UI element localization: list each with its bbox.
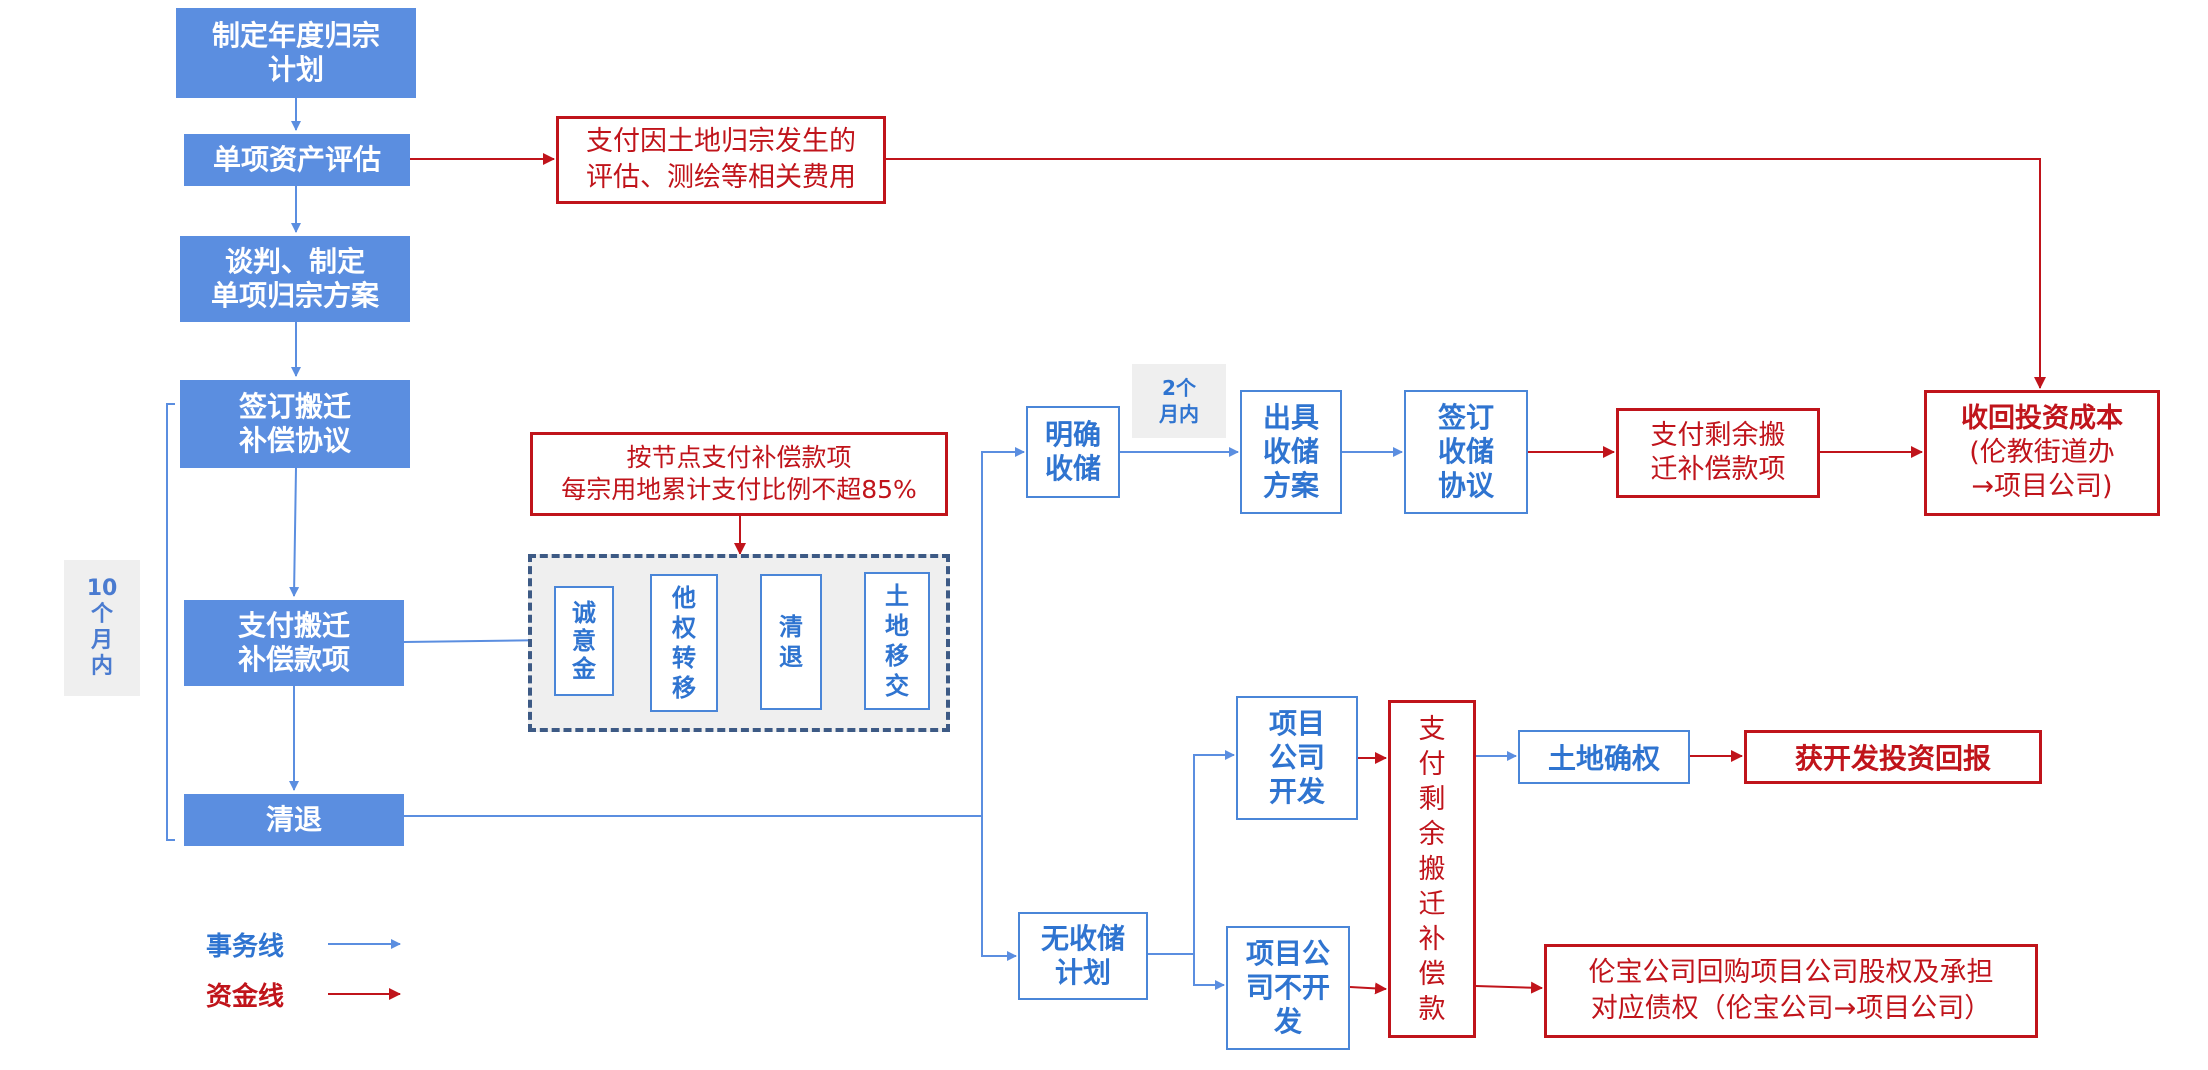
- assessment-box: 单项资产评估: [184, 134, 410, 186]
- node-payment-text: 按节点支付补偿款项 每宗用地累计支付比例不超85%: [561, 443, 917, 504]
- step-earnest-money: 诚 意 金: [554, 586, 614, 696]
- company-develop-text: 项目 公司 开发: [1268, 707, 1325, 808]
- no-storage-plan-text: 无收储 计划: [1040, 922, 1125, 989]
- sign-agreement-box: 签订搬迁 补偿协议: [180, 380, 410, 468]
- recover-cost-detail: (伦教街道办 →项目公司): [1969, 437, 2115, 502]
- annual-plan-label: 制定年度归宗 计划: [211, 19, 380, 86]
- pay-compensation-label: 支付搬迁 补偿款项: [237, 609, 350, 676]
- company-not-develop-text: 项目公 司不开 发: [1245, 937, 1330, 1038]
- legend-fund-line: 资金线: [206, 976, 284, 1012]
- legend-business-line: 事务线: [206, 926, 284, 962]
- company-develop-box: 项目 公司 开发: [1236, 696, 1358, 820]
- recover-cost-title: 收回投资成本: [1961, 403, 2123, 434]
- ten-months-text: 10 个 月 内: [86, 576, 118, 679]
- pay-remaining-vertical-text: 支 付 剩 余 搬 迁 补 偿 款: [1418, 713, 1446, 1025]
- no-storage-plan-box: 无收储 计划: [1018, 912, 1148, 1000]
- clear-storage-text: 明确 收储: [1044, 418, 1101, 485]
- annual-plan-box: 制定年度归宗 计划: [176, 8, 416, 98]
- sign-storage-agreement-text: 签订 收储 协议: [1437, 401, 1494, 502]
- step-rights-transfer: 他 权 转 移: [650, 574, 718, 712]
- step-earnest-money-text: 诚 意 金: [572, 599, 596, 683]
- pay-remaining-box: 支付剩余搬 迁补偿款项: [1616, 408, 1820, 498]
- step-land-handover-text: 土 地 移 交: [885, 582, 909, 700]
- negotiation-box: 谈判、制定 单项归宗方案: [180, 236, 410, 322]
- land-title-box: 土地确权: [1518, 730, 1690, 784]
- buyback-text: 伦宝公司回购项目公司股权及承担 对应债权（伦宝公司→项目公司）: [1588, 957, 1994, 1024]
- fee-box: 支付因土地归宗发生的 评估、测绘等相关费用: [556, 116, 886, 204]
- company-not-develop-box: 项目公 司不开 发: [1226, 926, 1350, 1050]
- development-return-text: 获开发投资回报: [1794, 742, 1991, 775]
- assessment-label: 单项资产评估: [212, 143, 381, 176]
- land-title-text: 土地确权: [1547, 742, 1660, 775]
- legend-fund-line-text: 资金线: [206, 981, 285, 1012]
- two-months-label: 2个 月内: [1132, 364, 1226, 438]
- sign-storage-agreement-box: 签订 收储 协议: [1404, 390, 1528, 514]
- step-clear-out-text: 清 退: [779, 613, 803, 671]
- recover-cost-box: 收回投资成本 (伦教街道办 →项目公司): [1924, 390, 2160, 516]
- step-clear-out: 清 退: [760, 574, 822, 710]
- step-rights-transfer-text: 他 权 转 移: [672, 584, 696, 702]
- issue-plan-text: 出具 收储 方案: [1262, 401, 1319, 502]
- node-payment-box: 按节点支付补偿款项 每宗用地累计支付比例不超85%: [530, 432, 948, 516]
- step-land-handover: 土 地 移 交: [864, 572, 930, 710]
- issue-plan-box: 出具 收储 方案: [1240, 390, 1342, 514]
- two-months-text: 2个 月内: [1159, 376, 1199, 426]
- sign-agreement-label: 签订搬迁 补偿协议: [238, 390, 351, 457]
- clear-out-label: 清退: [265, 803, 322, 836]
- buyback-box: 伦宝公司回购项目公司股权及承担 对应债权（伦宝公司→项目公司）: [1544, 944, 2038, 1038]
- legend-business-line-text: 事务线: [206, 931, 285, 962]
- pay-remaining-vertical-box: 支 付 剩 余 搬 迁 补 偿 款: [1388, 700, 1476, 1038]
- pay-compensation-box: 支付搬迁 补偿款项: [184, 600, 404, 686]
- clear-storage-box: 明确 收储: [1026, 406, 1120, 498]
- development-return-box: 获开发投资回报: [1744, 730, 2042, 784]
- ten-months-label: 10 个 月 内: [64, 560, 140, 696]
- pay-remaining-text: 支付剩余搬 迁补偿款项: [1650, 420, 1786, 485]
- fee-text: 支付因土地归宗发生的 评估、测绘等相关费用: [586, 126, 856, 193]
- clear-out-box: 清退: [184, 794, 404, 846]
- negotiation-label: 谈判、制定 单项归宗方案: [210, 245, 379, 312]
